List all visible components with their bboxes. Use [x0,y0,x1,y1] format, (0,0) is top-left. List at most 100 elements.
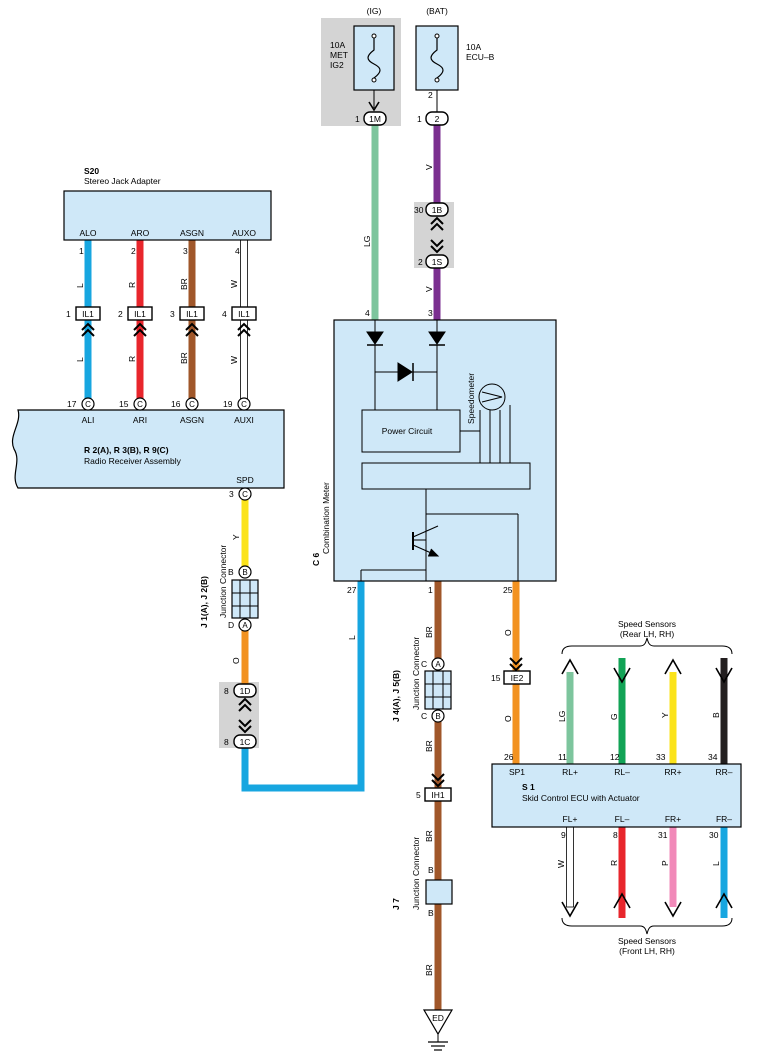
il1-1-pin: 1 [66,309,71,319]
j7-top-label: B [428,865,434,875]
connector-1m [363,111,387,126]
stereo-jack-pin-1: 1 [79,246,84,256]
wire-label-br-j7-top: BR [424,830,434,842]
meter-pin-1: 1 [428,585,433,595]
il1-connector-3 [179,306,205,337]
j1-bottom-conn: A [242,621,248,630]
connector-1d-arrow [238,697,252,712]
j4-name: Junction Connector [411,637,421,710]
connector-ih1-arrow [431,773,445,788]
skid-ecu-pin-33: 33 [656,752,666,762]
stereo-jack-pin-4: 4 [235,246,240,256]
skid-ecu-code: S 1 [522,782,535,792]
fuse-bat-supply: (BAT) [426,6,448,16]
wire-w-fl-plus [566,826,574,908]
wire-label-br-meter: BR [424,626,434,638]
fuse-bat-rating: 10A [466,42,481,52]
ground-ed-label: ED [432,1013,444,1023]
skid-ecu-box [491,763,742,828]
radio-receiver-box [12,409,285,489]
il1-3-pin: 3 [170,309,175,319]
wire-label-w-auxo: W [229,280,239,288]
skid-ecu-terminal-rl-minus: RL– [614,767,630,777]
connector-1s [425,254,449,269]
front-sensor-fr-minus-arrow-icon [715,892,733,909]
stereo-jack-name: Stereo Jack Adapter [84,176,161,186]
radio-terminal-auxi: AUXI [234,415,254,425]
connector-ie2-pin: 15 [491,673,501,683]
il1-connector-2 [127,306,153,337]
connector-ie2-arrow [509,657,523,672]
skid-ecu-terminal-fl-plus: FL+ [563,814,578,824]
ground-ed-icon [422,1009,454,1051]
radio-pin-19: 19 [223,399,233,409]
connector-1s-pin: 2 [418,257,423,267]
wire-label-w-lower: W [229,356,239,364]
il1-1-label: IL1 [82,309,94,319]
il1-4-label: IL1 [238,309,250,319]
radio-terminal-pins [81,397,251,411]
il1-2-pin: 2 [118,309,123,319]
front-sensor-fl-plus-arrow-icon [561,901,579,918]
connector-1m-pin: 1 [355,114,360,124]
meter-pin-27: 27 [347,585,357,595]
j1-bottom-label: D [228,620,234,630]
radio-conn-4: C [241,400,247,409]
wire-label-y-rear: Y [660,712,670,718]
connector-ie2 [503,670,531,685]
wire-label-w-front: W [556,860,566,868]
j7-junction-block [425,879,453,905]
j4-top-label: C [421,659,427,669]
wire-label-o-ecu: O [503,715,513,722]
meter-pin-4: 4 [365,308,370,318]
radio-pin-15: 15 [119,399,129,409]
connector-1d-label: 1D [240,686,251,696]
skid-ecu-pin-12: 12 [610,752,620,762]
skid-ecu-pin-26: 26 [504,752,514,762]
meter-internal-circuit [360,320,531,581]
meter-pin-3: 3 [428,308,433,318]
skid-ecu-terminal-sp1: SP1 [509,767,525,777]
front-sensor-fr-plus-arrow-icon [664,901,682,918]
connector-1s-arrow [430,239,444,254]
wire-label-br-mid: BR [424,740,434,752]
radio-terminal-spd: SPD [236,475,253,485]
meter-code: C 6 [311,553,321,567]
wire-label-y: Y [231,534,241,540]
wire-label-br-lower: BR [179,352,189,364]
j1-bottom-pin-circle [238,618,252,632]
radio-name: Radio Receiver Assembly [84,456,182,466]
radio-terminal-asgn: ASGN [180,415,204,425]
connector-1s-label: 1S [432,257,443,267]
rear-sensor-rl-plus-arrow-icon [561,658,579,675]
connector-ih1 [424,787,452,802]
wire-label-br-j7-bottom: BR [424,964,434,976]
fuse-met-ig2 [353,25,395,112]
connector-1c [233,734,257,749]
connector-ih1-pin: 5 [416,790,421,800]
wire-label-v-upper: V [424,164,434,170]
wire-label-l-front: L [711,861,721,866]
meter-pin-25: 25 [503,585,513,595]
il1-connector-1 [75,306,101,337]
il1-connector-4 [231,306,257,337]
radio-terminal-ari: ARI [133,415,147,425]
skid-ecu-terminal-fr-plus: FR+ [665,814,681,824]
meter-name: Combination Meter [321,482,331,554]
rear-sensor-rr-minus-arrow-icon [715,667,733,684]
stereo-jack-terminal-aro: ARO [131,228,150,238]
fuse-ig-rating: 10A [330,40,345,50]
il1-4-pin: 4 [222,309,227,319]
skid-ecu-terminal-rr-minus: RR– [715,767,732,777]
stereo-jack-terminal-alo: ALO [79,228,96,238]
rear-sensor-label-1: Speed Sensors [618,619,676,629]
radio-terminal-ali: ALI [82,415,95,425]
fuse-bat-pin-top: 2 [428,90,433,100]
rear-sensor-label-2: (Rear LH, RH) [620,629,674,639]
wire-label-l-meter: L [347,635,357,640]
connector-1d [233,683,257,698]
wire-label-l-alo: L [75,283,85,288]
fuse-ecu-b [415,25,459,112]
wire-label-o-meter: O [503,629,513,636]
connector-ih1-label: IH1 [431,790,445,800]
